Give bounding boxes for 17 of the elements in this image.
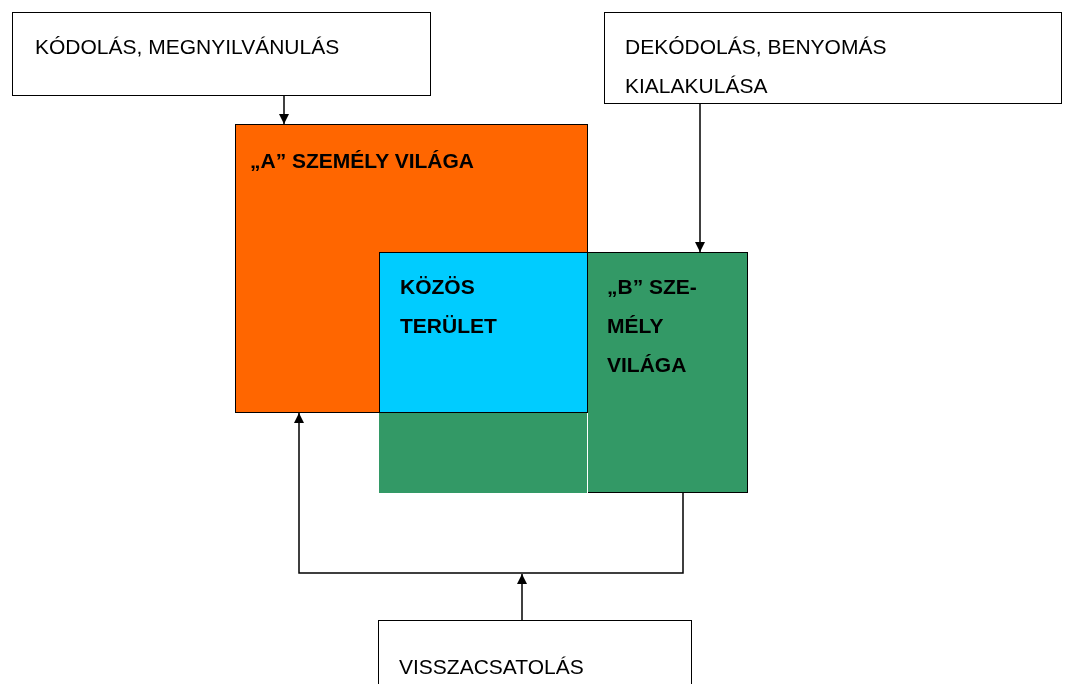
arrow xyxy=(517,573,527,621)
label-box xyxy=(604,12,1062,104)
area-box xyxy=(379,252,588,413)
node-text: DEKÓDOLÁS, BENYOMÁS KIALAKULÁSA xyxy=(625,34,888,99)
area-box xyxy=(235,124,588,413)
node-text: KÖZÖS TERÜLET xyxy=(400,274,498,339)
node-text: VISSZACSATOLÁS xyxy=(399,654,585,680)
label-box xyxy=(378,620,692,684)
label-box xyxy=(12,12,431,96)
arrow xyxy=(279,95,289,125)
node-text: „B” SZE-MÉLY VILÁGA xyxy=(607,274,698,378)
node-text: KÓDOLÁS, MEGNYILVÁNULÁS xyxy=(35,34,341,60)
node-text: „A” SZEMÉLY VILÁGA xyxy=(250,148,476,174)
area-box xyxy=(588,252,748,493)
arrow xyxy=(695,103,705,253)
area-fill xyxy=(379,412,587,493)
arrow xyxy=(294,412,684,574)
